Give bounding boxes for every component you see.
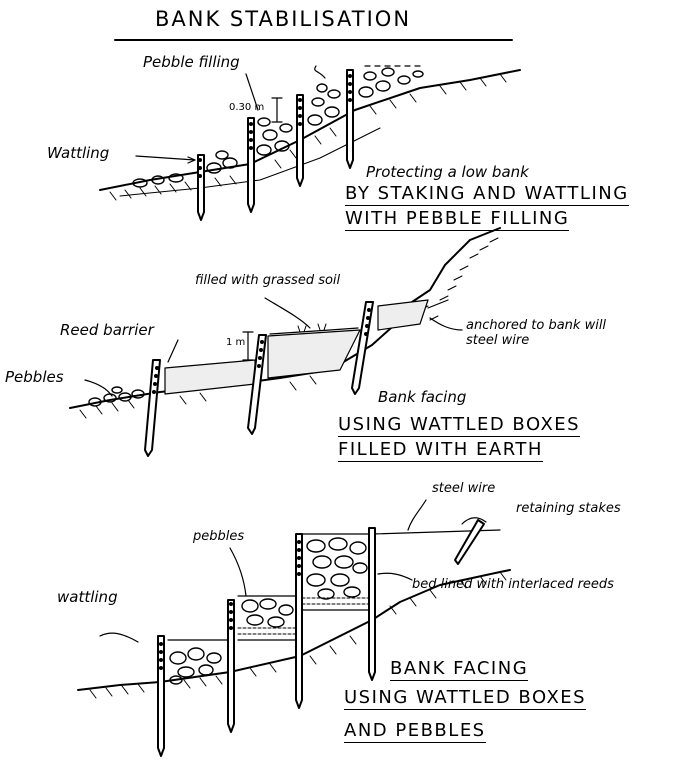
panel1-stake-1 [197, 154, 205, 221]
panel3-leader-steel [407, 499, 427, 531]
panel2-leader-pebbles [84, 379, 113, 397]
panel3-ground-hatch [89, 571, 507, 699]
panel2-upper-slope [399, 227, 501, 311]
label-pebbles-2: Pebbles [5, 368, 64, 386]
panel2-stake-3 [351, 301, 374, 395]
panel3-leader-wattling [99, 632, 139, 643]
panel2-grass-line [269, 327, 359, 335]
label-filled-with-grassed-soil: filled with grassed soil [195, 273, 341, 288]
panel1-stake-2 [247, 117, 255, 213]
caption2-line2: USING WATTLED BOXES [338, 414, 581, 437]
panel3-wattling-dots [159, 540, 301, 670]
panel2-sketch [69, 227, 501, 457]
caption3-line1: BANK FACING [390, 658, 529, 681]
panel3-retaining-hook [461, 517, 487, 525]
label-dimension-030: 0.30 m [229, 102, 265, 113]
panel3-leader-pebbles [229, 547, 247, 597]
label-dimension-1m: 1 m [226, 337, 246, 348]
panel2-wattling-dots [152, 308, 371, 394]
panel3-stake-4 [368, 527, 376, 681]
label-wattling-3: wattling [57, 588, 118, 606]
panel3-pebbles [169, 537, 368, 685]
panel2-leader-anchored [429, 317, 463, 331]
panel3-box3-frame [301, 533, 373, 611]
panel2-leader-soil [264, 297, 311, 329]
panel1-wattling-dots [198, 74, 352, 178]
panel1-sketch [99, 65, 521, 221]
caption2-line1: Bank facing [378, 388, 467, 406]
label-retaining-stakes: retaining stakes [516, 501, 621, 516]
panel1-ground-hatch [109, 73, 507, 201]
panel2-box2-fill [267, 329, 361, 379]
panel3-stake-1 [157, 635, 165, 757]
panel1-leader-top [314, 65, 326, 79]
caption3-line2: USING WATTLED BOXES [344, 687, 587, 710]
label-pebbles-3: pebbles [193, 529, 245, 544]
panel3-ground-line [77, 569, 511, 691]
panel2-leader-reed [167, 339, 179, 363]
panel3-sketch [77, 499, 511, 757]
panel3-reed-lining [237, 597, 373, 635]
panel1-leader-wattling [135, 155, 196, 161]
label-anchored-to-bank: anchored to bank will steel wire [466, 318, 607, 348]
panel2-grass-tufts [297, 323, 327, 333]
caption1-line2: BY STAKING AND WATTLING [345, 183, 629, 206]
label-bed-lined: bed lined with interlaced reeds [412, 577, 614, 592]
panel1-stake-4 [346, 69, 354, 169]
panel2-box1-fill [164, 359, 256, 395]
panel2-steel-wire [427, 299, 449, 309]
page-title: BANK STABILISATION [155, 7, 412, 31]
caption1-line1: Protecting a low bank [366, 163, 529, 181]
panel1-stake-3 [296, 94, 304, 187]
panel3-stake-3 [295, 533, 303, 709]
panel2-ground-hatch [79, 375, 317, 419]
panel2-pebbles [88, 386, 145, 407]
label-steel-wire: steel wire [432, 481, 496, 496]
panel1-leader-arrowhead [187, 156, 196, 164]
label-wattling-1: Wattling [47, 144, 110, 162]
panel2-stake-1 [144, 359, 161, 457]
panel2-box3-fill [377, 299, 429, 331]
panel1-leader-pebble [245, 73, 259, 111]
panel3-retaining-stake [454, 519, 485, 565]
panel2-dimension-arrow [242, 331, 254, 361]
panel3-stake-2 [227, 599, 235, 733]
caption2-line3: FILLED WITH EARTH [338, 439, 543, 462]
panel1-subground [119, 127, 381, 197]
panel1-dimension-arrow [271, 97, 283, 123]
panel3-leader-bed [377, 572, 413, 581]
caption1-line3: WITH PEBBLE FILLING [345, 208, 570, 231]
panel1-pebbles [132, 67, 424, 188]
label-reed-barrier: Reed barrier [60, 321, 154, 339]
panel2-stake-2 [247, 334, 267, 435]
label-pebble-filling: Pebble filling [143, 53, 240, 71]
caption3-line3: AND PEBBLES [344, 720, 486, 743]
